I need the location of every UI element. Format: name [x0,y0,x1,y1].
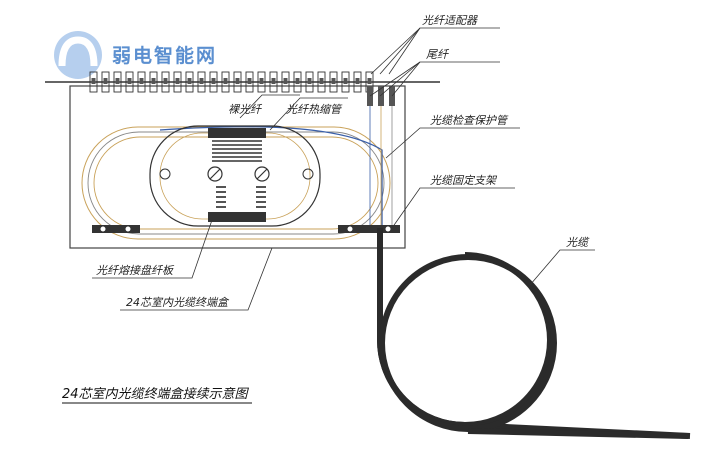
adapter-port-icon [353,71,362,93]
adapter-port-icon [149,71,158,93]
label-heat-shrink: 光纤热缩管 [286,103,343,116]
adapter-port-icon [125,71,134,93]
adapter-port-icon [161,71,170,93]
adapter-port-icon [101,71,110,93]
heat-shrink-tube [212,156,262,158]
tray-slot [256,186,266,188]
adapter-port-icon [185,71,194,93]
fiber-cable [377,228,691,439]
tray-slot [256,196,266,198]
adapter-port-icon [245,71,254,93]
adapter-port-icon [269,71,278,93]
adapter-port-icon [281,71,290,93]
heat-shrink-tube [212,160,262,162]
heat-shrink-tube [212,140,262,142]
watermark-logo-icon [54,31,102,79]
adapter-port-icon [293,71,302,93]
tray-slot [256,206,266,208]
label-splice-tray: 光纤熔接盘纤板 [96,264,175,277]
tray-slot [256,201,266,203]
adapter-port-icon [89,71,98,93]
cable-clamp-right [338,225,400,233]
label-cable-protect-tube: 光缆检查保护管 [430,114,509,127]
fiber-cable-coil [379,254,557,432]
adapter-port-icon [233,71,242,93]
cable-tail [467,428,689,439]
diagram-caption: 24芯室内光缆终端盒接续示意图 [62,386,250,402]
tray-slot [216,201,226,203]
adapter-port-icon [317,71,326,93]
splice-tray [149,125,321,227]
tray-slot [216,186,226,188]
adapter-row [89,71,374,93]
label-cable: 光缆 [566,236,590,249]
terminal-box-outline [69,85,406,249]
label-bare-fiber: 裸光纤 [228,103,263,116]
tray-slot [256,191,266,193]
watermark: 弱电智能网 [54,31,217,79]
label-fiber-adapter: 光纤适配器 [422,14,478,27]
leader-lines [92,27,595,311]
adapter-port-icon [113,71,122,93]
screw-right-icon [254,166,270,182]
tray-slot [216,191,226,193]
tray-slot [216,196,226,198]
heat-shrink-tubes [212,140,262,162]
adapter-port-icon [257,71,266,93]
adapter-port-icon [341,71,350,93]
adapter-port-icon [197,71,206,93]
label-pigtail: 尾纤 [426,48,450,61]
heat-shrink-tube [212,148,262,150]
cable-clamp-left [92,225,140,233]
tray-slots [216,186,266,208]
watermark-text: 弱电智能网 [112,44,217,67]
adapter-port-icon [329,71,338,93]
pigtails [367,86,395,225]
adapter-port-icon [221,71,230,93]
fiber-loops [81,126,391,240]
screw-left-icon [207,166,223,182]
tray-slot [216,206,226,208]
adapter-port-icon [173,71,182,93]
adapter-port-icon [209,71,218,93]
adapter-port-icon [137,71,146,93]
label-terminal-box: 24芯室内光缆终端盒 [126,296,230,309]
label-cable-fix: 光缆固定支架 [430,174,498,187]
heat-shrink-tube [212,152,262,154]
heat-shrink-tube [212,144,262,146]
adapter-port-icon [305,71,314,93]
